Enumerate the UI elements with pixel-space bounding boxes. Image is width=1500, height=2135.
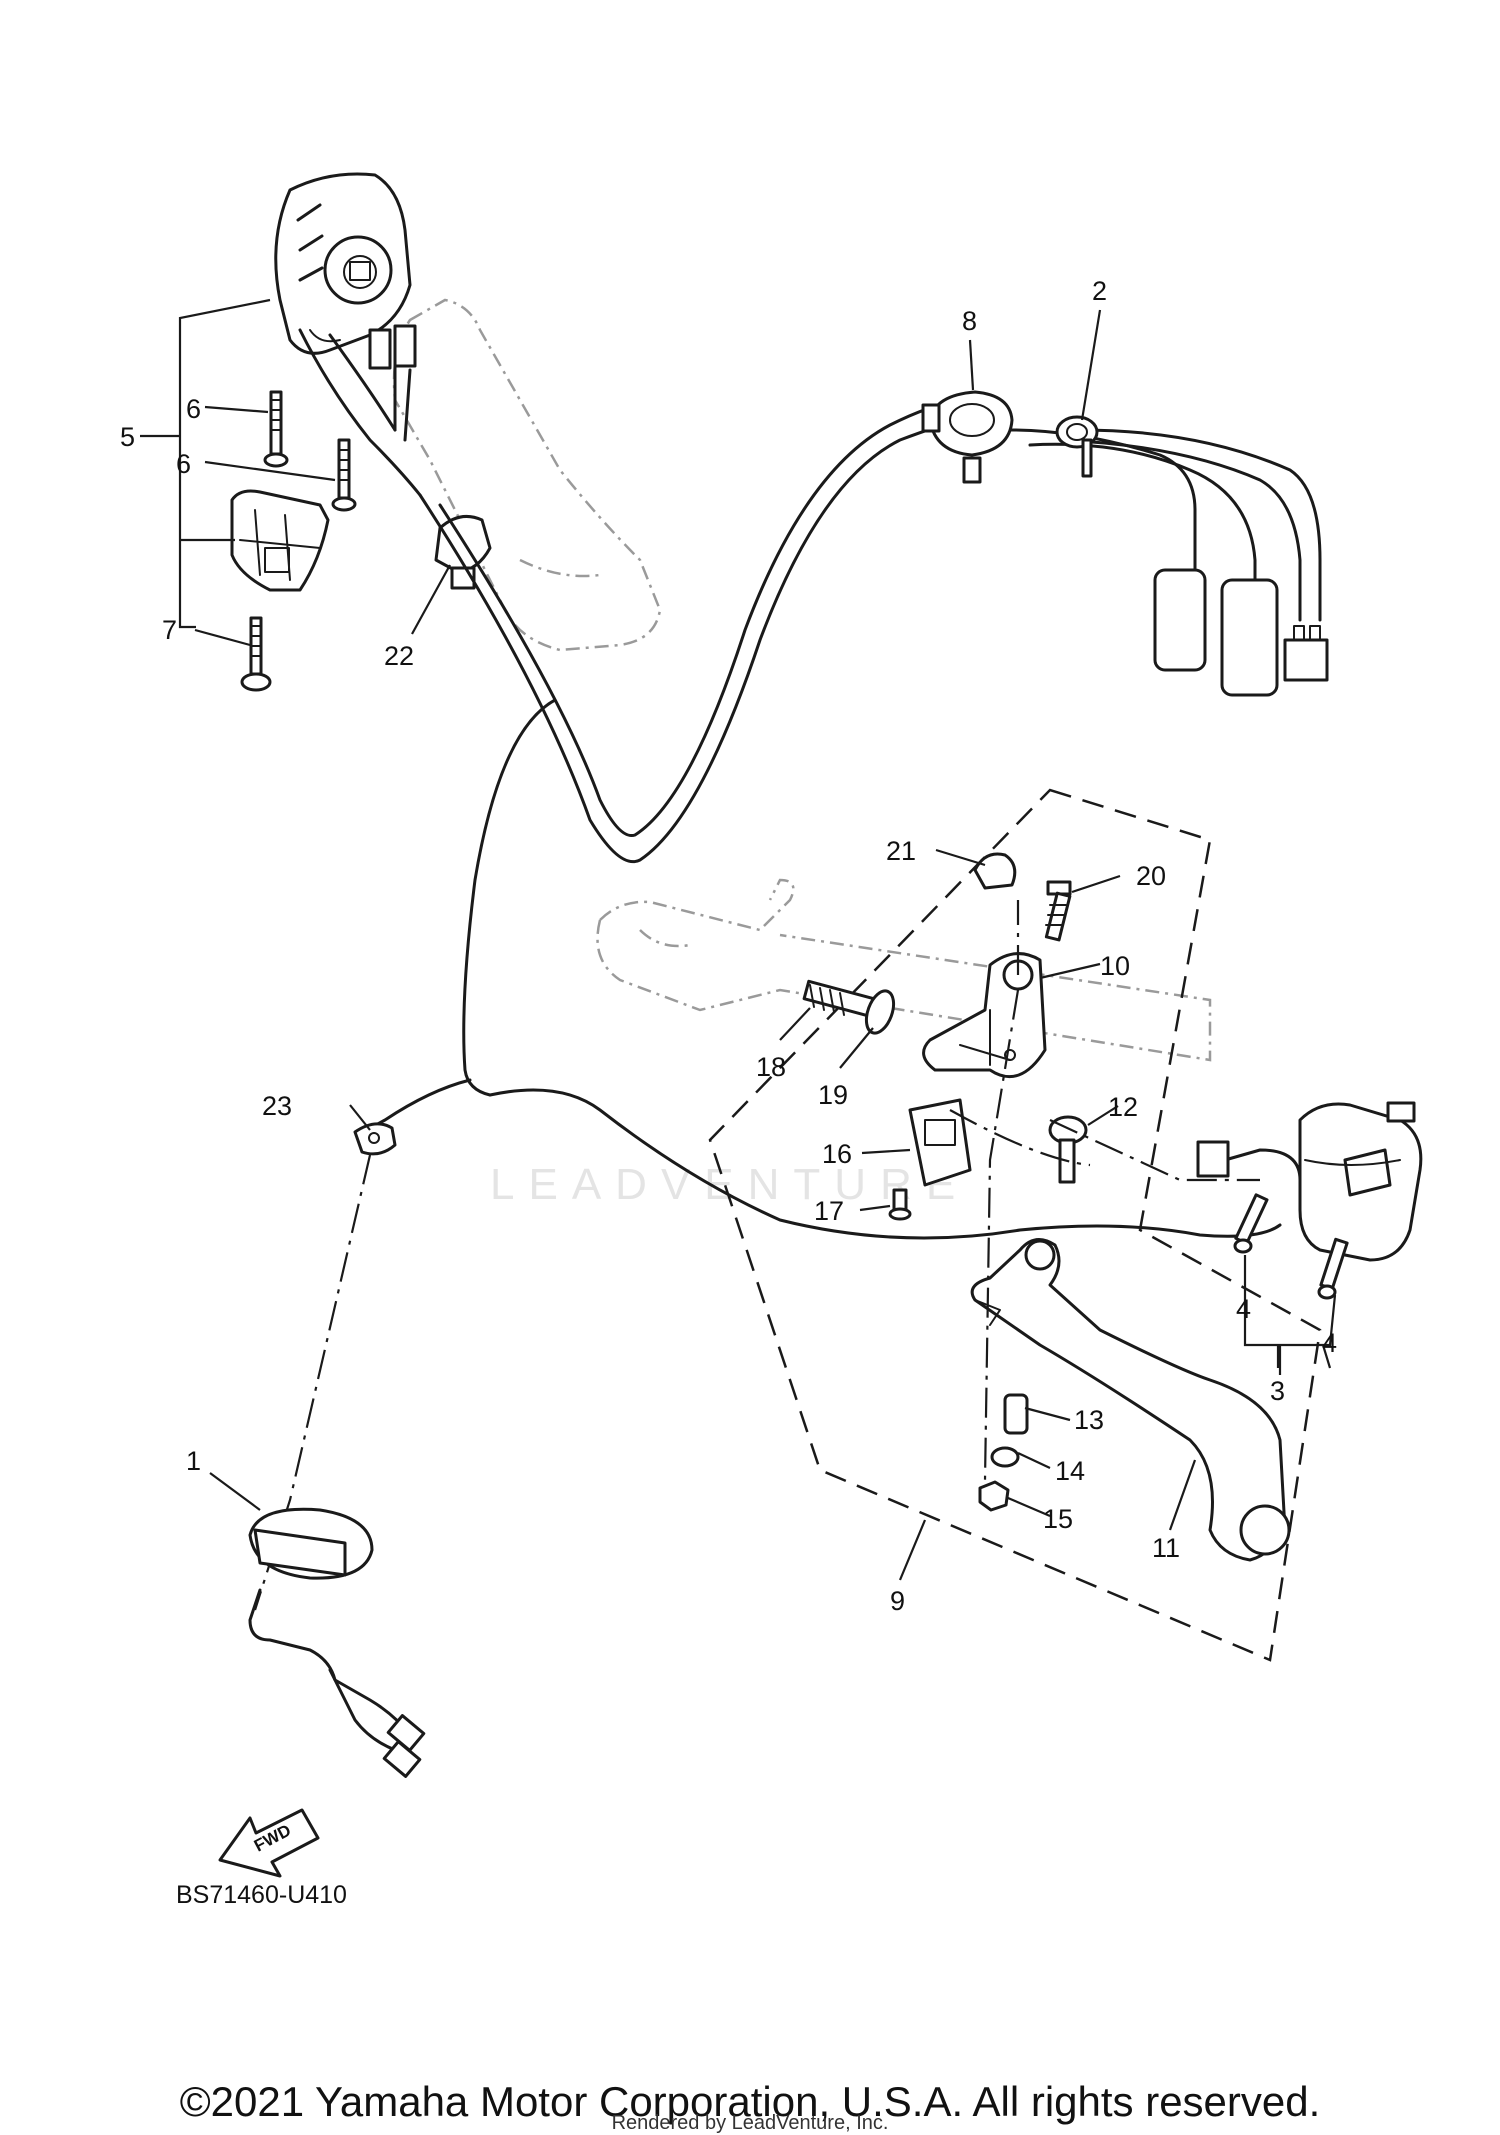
callout-14: 14 (1055, 1456, 1085, 1486)
screw-4-left (1233, 1193, 1269, 1254)
left-switch-wiring (298, 324, 422, 497)
callout-4b: 4 (1322, 1328, 1337, 1358)
callout-23: 23 (262, 1091, 292, 1121)
callout-18: 18 (756, 1052, 786, 1082)
wire-harness-right-connectors (1008, 428, 1329, 697)
callout-21: 21 (886, 836, 916, 866)
screw-7 (240, 616, 272, 692)
right-switch-connector (1196, 1140, 1302, 1182)
watermark: LEADVENTURE (490, 1160, 970, 1209)
callout-12: 12 (1108, 1092, 1138, 1122)
callout-6b: 6 (176, 449, 191, 479)
forward-arrow: FWD (218, 1808, 320, 1878)
callout-19: 19 (818, 1080, 848, 1110)
callout-10: 10 (1100, 951, 1130, 981)
harness-clamp-8 (921, 390, 1014, 484)
callout-1: 1 (186, 1446, 201, 1476)
clutch-lever-11 (970, 1238, 1291, 1562)
collar-13 (1003, 1393, 1029, 1435)
callout-9: 9 (890, 1586, 905, 1616)
cable-clamp-23 (353, 1122, 397, 1156)
screw-17 (888, 1188, 912, 1221)
assembly-centre-lines (949, 900, 1260, 1481)
callout-15: 15 (1043, 1504, 1073, 1534)
callout-13: 13 (1074, 1405, 1104, 1435)
callout-22: 22 (384, 641, 414, 671)
left-handlebar-switch (274, 172, 412, 355)
diagram-code: BS71460-U410 (176, 1881, 347, 1909)
lower-wire-lead (248, 1154, 426, 1778)
nut-15 (978, 1480, 1010, 1512)
lever-holder-10 (922, 952, 1047, 1079)
callout-17: 17 (814, 1196, 844, 1226)
right-handlebar-grip (596, 878, 1212, 1062)
main-wire-harness (358, 398, 1282, 1240)
screw-20 (1044, 880, 1072, 942)
screw-4-right (1317, 1237, 1349, 1300)
wire-clamp-22 (434, 514, 492, 590)
left-handlebar-grip (392, 298, 662, 652)
callout-numbers: 1 2 3 4 4 5 6 6 7 8 9 10 11 12 13 14 15 … (120, 276, 1337, 1616)
screw-6-upper (263, 390, 289, 468)
pin-12 (1048, 1115, 1088, 1184)
callout-7: 7 (162, 615, 177, 645)
callout-16: 16 (822, 1139, 852, 1169)
callout-3: 3 (1270, 1376, 1285, 1406)
rendered-by-notice: Rendered by LeadVenture, Inc. (611, 2112, 889, 2134)
callout-8: 8 (962, 306, 977, 336)
callout-6a: 6 (186, 394, 201, 424)
callout-11: 11 (1152, 1533, 1180, 1563)
adjuster-knob-19 (864, 989, 896, 1035)
harness-band-2 (1055, 415, 1099, 478)
copyright-notice: ©2021 Yamaha Motor Corporation, U.S.A. A… (179, 2078, 1321, 2125)
washer-14 (990, 1446, 1020, 1468)
right-handlebar-switch-3 (1298, 1101, 1423, 1262)
clutch-switch-16 (908, 1098, 972, 1187)
callout-5: 5 (120, 422, 135, 452)
callout-2: 2 (1092, 276, 1107, 306)
cap-21 (973, 852, 1017, 890)
left-switch-lower-cover (230, 489, 330, 592)
callout-20: 20 (1136, 861, 1166, 891)
lever-assembly-9-boundary (708, 788, 1322, 1662)
callout-leaders (140, 298, 1337, 1581)
screw-6-lower (331, 438, 357, 512)
callout-4a: 4 (1236, 1294, 1251, 1324)
cable-strap-1 (248, 1507, 374, 1580)
